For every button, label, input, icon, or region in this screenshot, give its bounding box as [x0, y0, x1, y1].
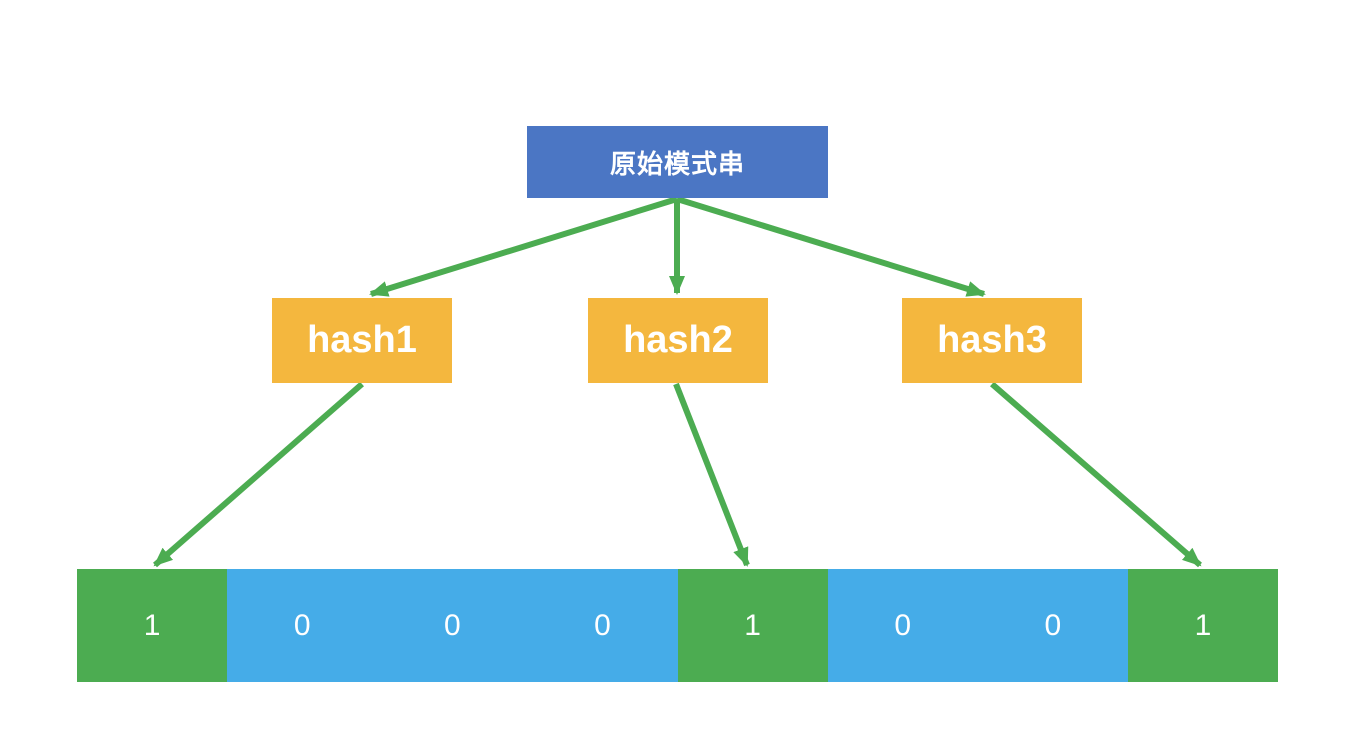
hash2-label: hash2	[623, 319, 733, 361]
arrow-hash2-to-bit4	[673, 382, 750, 567]
arrow-hash1-to-bit0	[153, 381, 364, 568]
arrow-pattern-to-hash3	[676, 196, 986, 297]
bit-cell-4: 1	[677, 569, 828, 682]
bit-cell-5: 0	[827, 569, 978, 682]
bit-cell-6: 0	[977, 569, 1128, 682]
hash1-label: hash1	[307, 319, 417, 361]
hash3-box: hash3	[902, 298, 1082, 383]
arrow-pattern-to-hash1	[369, 196, 678, 297]
bit-cell-1: 0	[227, 569, 378, 682]
arrow-hash3-to-bit7	[990, 381, 1202, 568]
bit-cell-7: 1	[1127, 569, 1278, 682]
pattern-string-label: 原始模式串	[609, 148, 745, 179]
hash1-box: hash1	[272, 298, 452, 383]
pattern-string-box: 原始模式串	[527, 126, 828, 198]
hash3-label: hash3	[937, 319, 1047, 361]
bit-cell-2: 0	[377, 569, 528, 682]
bit-array: 1 0 0 0 1 0 0 1	[77, 569, 1278, 682]
hash2-box: hash2	[588, 298, 768, 383]
bit-cell-3: 0	[527, 569, 678, 682]
bit-cell-0: 1	[77, 569, 228, 682]
